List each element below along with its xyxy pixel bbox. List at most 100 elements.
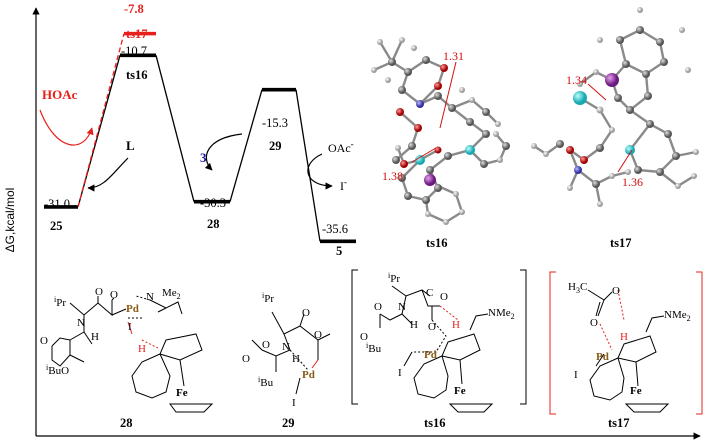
structure-ts17 (549, 271, 703, 415)
hoac-label: HOAc (42, 87, 78, 102)
energy-profile (44, 31, 356, 244)
ts17-atoms-atom (679, 27, 685, 33)
ts16-model-label: ts16 (426, 236, 448, 250)
svg-text:N: N (146, 291, 154, 303)
ts16-atoms-atom (411, 45, 417, 51)
svg-text:Me2: Me2 (162, 287, 181, 301)
ts16-atoms-atom (466, 118, 474, 126)
ts17-atoms-atom (685, 67, 691, 73)
ts16-atoms-atom (414, 124, 422, 132)
ts16-atoms-atom (422, 56, 430, 64)
svg-text:Fe: Fe (454, 385, 466, 397)
ts16-atoms-atom (469, 97, 475, 103)
ts17-atoms-atom (626, 106, 634, 114)
ts16-atoms-atom (396, 108, 404, 116)
ts17-atoms-atom (625, 145, 635, 155)
structure-28-label: 28 (120, 416, 133, 430)
svg-text:O: O (440, 291, 448, 303)
ts17-atoms-atom (609, 127, 615, 133)
ts16-3d-model: 1.31 1.38 ts16 (371, 37, 510, 250)
ts17-atoms-atom (577, 81, 583, 87)
ts17-atoms-atom (531, 143, 537, 149)
ts16-atoms-atom (416, 100, 424, 108)
ts16-atoms-atom (453, 191, 459, 197)
ts16-atoms-atom (493, 131, 499, 137)
path-ts16-28 (155, 55, 195, 202)
ts16-atoms-atom (399, 37, 405, 43)
ts17-atoms-atom (614, 94, 622, 102)
svg-text:Fe: Fe (176, 387, 188, 399)
energy-label-25: -31.0 (44, 197, 70, 211)
ts17-atoms-atom (637, 7, 643, 13)
ts17-atoms-atom (664, 130, 672, 138)
svg-text:O: O (40, 335, 48, 347)
structure-28 (51, 295, 214, 413)
ligand-label: L (126, 138, 135, 153)
structure-28-text: iPr N H O O Pd N Me2 I H O iBuO Fe 28 (40, 286, 188, 430)
ts17-atoms-atom (656, 38, 664, 46)
svg-text:O: O (428, 321, 436, 333)
svg-text:H: H (410, 319, 418, 331)
hoac-arrow (39, 109, 94, 146)
ts17-atoms-atom (605, 73, 619, 87)
svg-text:C: C (426, 287, 433, 299)
ts16-atoms-atom (443, 219, 449, 225)
ts17-atoms-atom (616, 36, 624, 44)
ts17-atoms-atom (574, 166, 582, 174)
svg-text:iBu: iBu (366, 341, 382, 355)
ts17-bonds (533, 28, 697, 205)
ts16-atoms-atom (465, 145, 475, 155)
svg-text:O: O (590, 317, 598, 329)
path-25-ts16 (77, 55, 121, 208)
ts16-atoms-atom (385, 77, 391, 83)
ts17-leaders (587, 83, 633, 173)
svg-text:O: O (242, 353, 250, 365)
ts16-atoms-atom (482, 130, 490, 138)
ts17-atoms-atom (596, 106, 604, 114)
path-29-5 (295, 89, 321, 242)
structure-ts16 (351, 269, 527, 413)
ts16-atoms-atom (415, 155, 425, 165)
ts17-atoms-atom (691, 173, 697, 179)
ts16-atoms-atom (495, 121, 501, 127)
ts17-atoms-atom (672, 152, 680, 160)
svg-text:H: H (452, 319, 460, 331)
svg-text:iPr: iPr (54, 295, 66, 309)
ts17-atoms-atom (634, 166, 642, 174)
svg-text:iBu: iBu (258, 375, 274, 389)
ts17-atoms-atom (693, 149, 699, 155)
ts16-atoms-atom (395, 145, 401, 151)
path-28-29 (229, 89, 263, 202)
ts16-atoms-atom (404, 68, 412, 76)
ts16-atoms-atom (434, 92, 442, 100)
svg-text:H3C: H3C (568, 281, 587, 295)
structure-29-text: iPr O O N O O iBu H Pd I 29 (242, 291, 322, 430)
svg-text:O: O (95, 286, 103, 298)
reagent-arrows: HOAc L 3 OAc- I- (39, 87, 354, 193)
svg-text:H: H (138, 343, 146, 355)
svg-text:Pd: Pd (302, 369, 315, 381)
svg-text:H: H (91, 331, 99, 343)
svg-text:O: O (110, 289, 118, 301)
ts17-atoms-atom (642, 70, 650, 78)
ts16-atoms-atom (398, 86, 406, 94)
ts16-atoms-atom (398, 174, 406, 182)
ts17-bond-2: 1.36 (622, 175, 643, 189)
oac-label: OAc- (328, 139, 354, 155)
iodide-label: I- (340, 177, 347, 193)
structure-29 (251, 311, 331, 395)
species-label-ts17: ts17 (126, 27, 148, 41)
svg-text:H: H (620, 331, 628, 343)
species-label-ts16: ts16 (126, 68, 148, 82)
ts17-atoms-atom (556, 140, 564, 148)
energy-label-ts16: -10.7 (121, 44, 147, 58)
ts16-atoms-atom (425, 211, 431, 217)
ts16-atoms-atom (434, 184, 442, 192)
ts17-atoms-atom (566, 146, 574, 154)
ts17-atoms-atom (675, 183, 681, 189)
svg-text:N: N (398, 301, 406, 313)
svg-text:I: I (398, 367, 402, 379)
oac-arrow (307, 153, 333, 190)
ts17-atoms-atom (646, 120, 654, 128)
ts16-atoms-atom (388, 58, 396, 66)
